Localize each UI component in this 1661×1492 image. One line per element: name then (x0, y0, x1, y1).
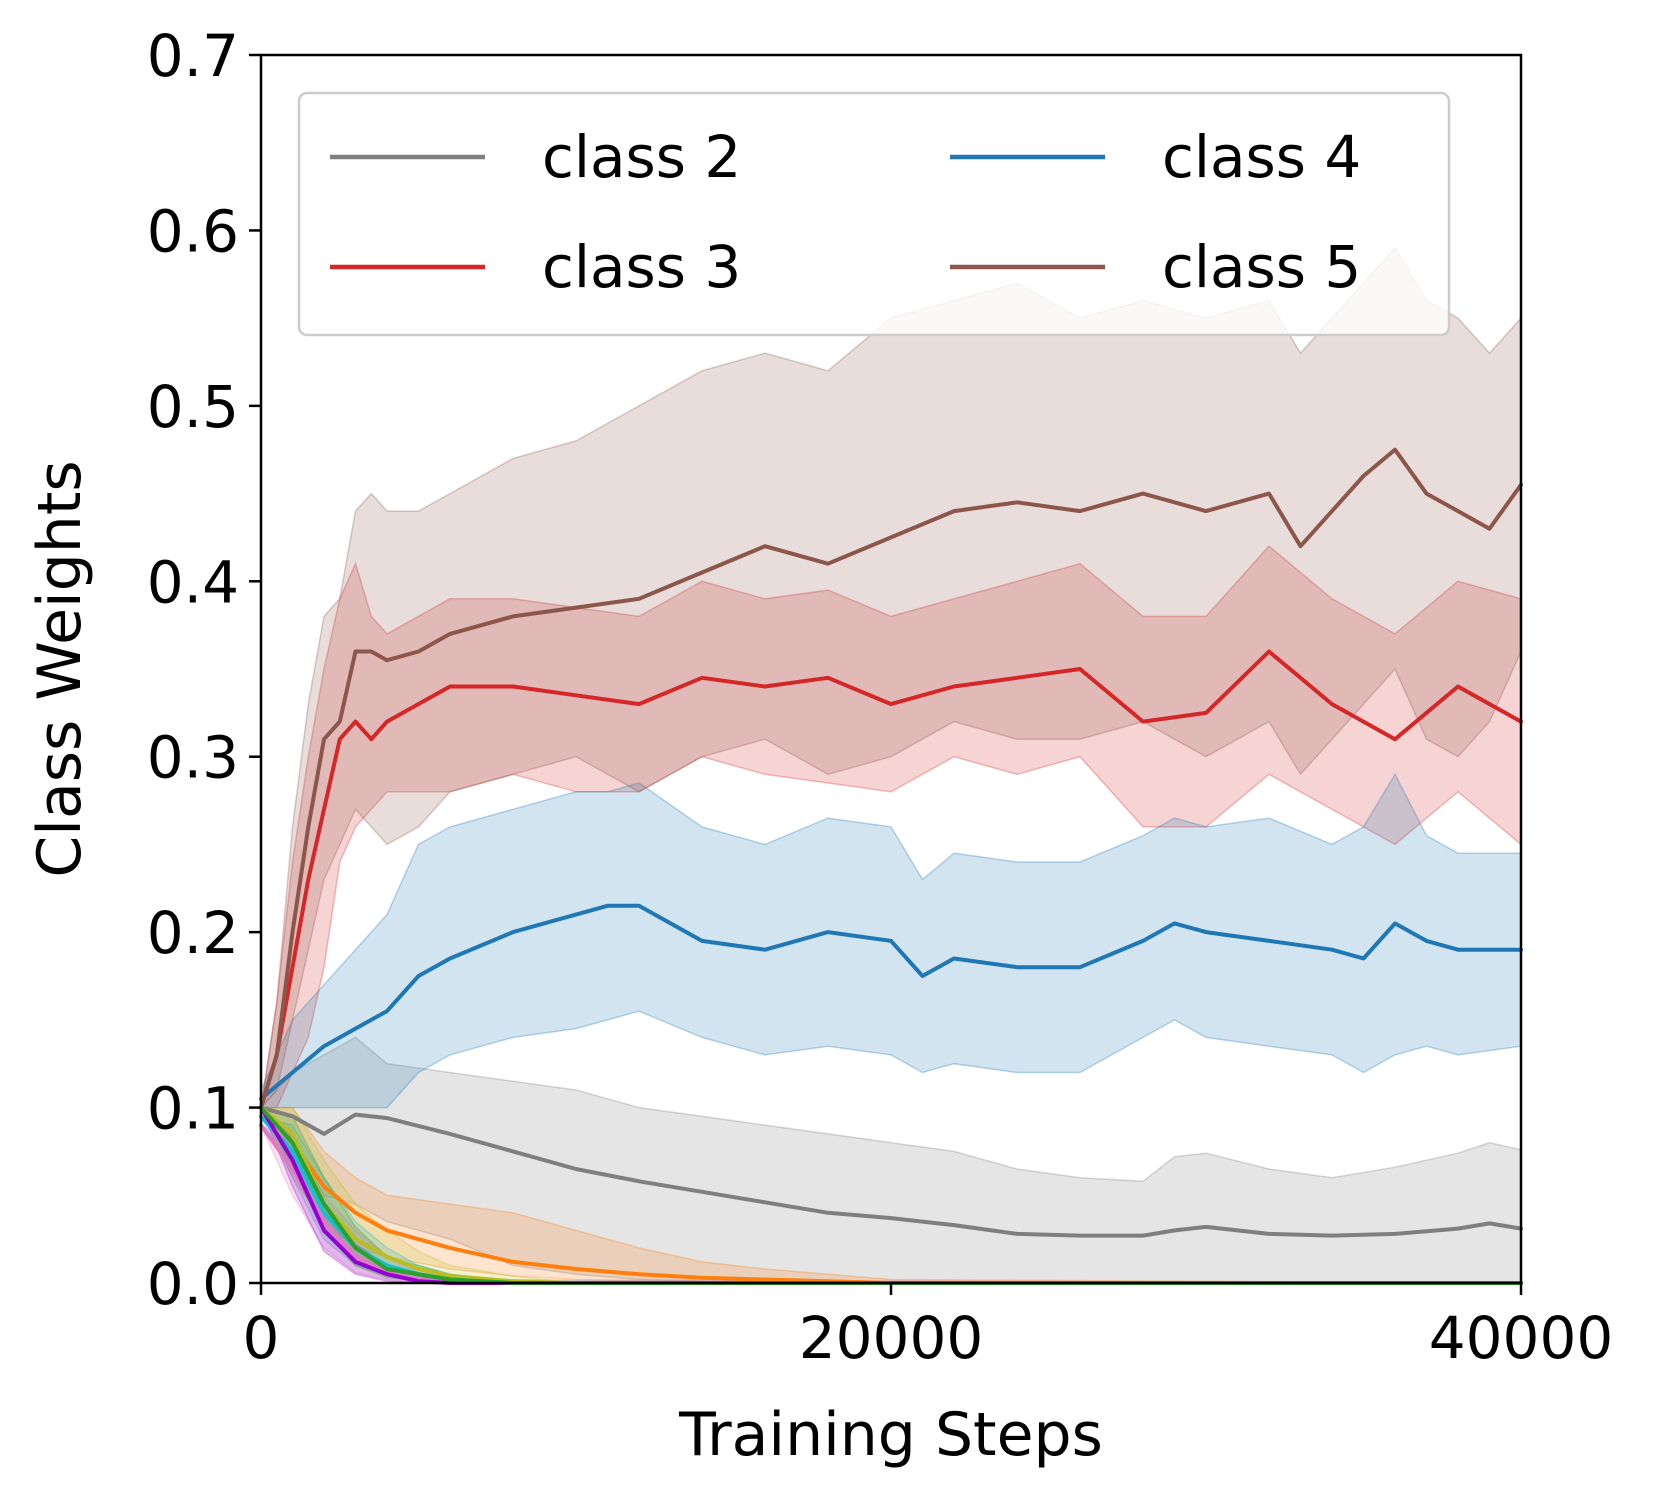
y-tick-label: 0.2 (147, 899, 239, 967)
x-tick-label: 0 (243, 1304, 280, 1372)
line-series-4 (259, 1105, 1523, 1285)
y-tick-label: 0.1 (147, 1075, 239, 1143)
line-series-3 (259, 447, 1523, 1110)
y-axis-label: Class Weights (25, 460, 95, 877)
line-series-2 (259, 903, 1523, 1101)
legend: class 2 class 3 class 4 class 5 (297, 91, 1451, 337)
line-series-1 (259, 649, 1523, 1110)
y-tick-label: 0.3 (147, 724, 239, 792)
y-tick-label: 0.0 (147, 1250, 239, 1318)
confidence-bands (259, 246, 1522, 1284)
line-series-0 (259, 1105, 1523, 1238)
legend-label: class 3 (542, 233, 741, 301)
x-axis-ticks: 0 20000 40000 (243, 1283, 1614, 1372)
legend-label: class 2 (542, 123, 741, 191)
y-tick-label: 0.4 (147, 548, 239, 616)
x-axis-label: Training Steps (678, 1400, 1103, 1470)
legend-label: class 5 (1162, 233, 1361, 301)
x-tick-label: 20000 (799, 1304, 984, 1372)
y-tick-label: 0.6 (147, 197, 239, 265)
y-tick-label: 0.5 (147, 373, 239, 441)
x-tick-label: 40000 (1429, 1304, 1614, 1372)
legend-box (297, 91, 1451, 337)
legend-label: class 4 (1162, 123, 1361, 191)
y-axis-ticks: 0.0 0.1 0.2 0.3 0.4 0.5 0.6 0.7 (147, 22, 261, 1318)
y-tick-label: 0.7 (147, 22, 239, 90)
